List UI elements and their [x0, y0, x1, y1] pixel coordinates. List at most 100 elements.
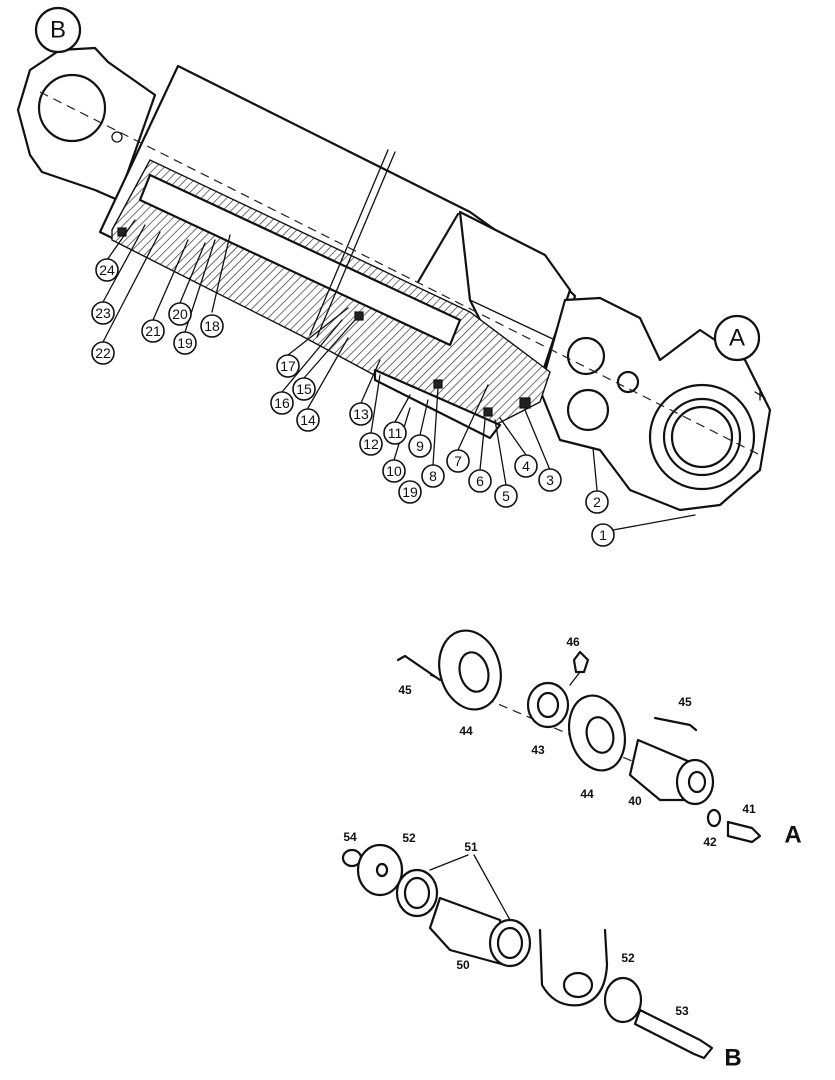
part-51-leader-right [473, 854, 511, 921]
svg-text:20: 20 [172, 306, 188, 322]
bushing-51-left [395, 868, 439, 918]
svg-text:19: 19 [177, 335, 193, 351]
svg-text:12: 12 [363, 436, 379, 452]
washer-42 [706, 808, 722, 828]
svg-text:18: 18 [204, 318, 220, 334]
part-40: 40 [628, 794, 642, 808]
nipple-46-leader [569, 671, 581, 686]
callout-18: 18 [200, 314, 224, 338]
svg-text:16: 16 [274, 395, 290, 411]
seal-17 [354, 311, 364, 321]
bolt-41 [726, 820, 762, 844]
flange-44-right [568, 694, 626, 772]
svg-text:10: 10 [386, 463, 402, 479]
gland-edge-2 [469, 299, 556, 341]
grease-nipple-46 [572, 650, 590, 674]
rod-eye-bearing [662, 397, 742, 477]
bolt-45-left [396, 654, 442, 682]
svg-text:24: 24 [99, 262, 115, 278]
cylinder-assembly: B A [16, 6, 772, 512]
svg-text:4: 4 [522, 458, 530, 474]
svg-text:6: 6 [476, 473, 484, 489]
rod-eye-bore [670, 405, 734, 469]
part-51-leader-left [429, 854, 469, 871]
port-small [616, 370, 640, 394]
callout-19-upper: 19 [173, 331, 197, 355]
svg-text:13: 13 [353, 406, 369, 422]
detail-a-label: A [784, 822, 801, 849]
part-52-right: 52 [621, 951, 635, 965]
view-circle-b-label: B [50, 17, 66, 44]
seal-3 [519, 397, 531, 409]
callout-9: 9 [408, 434, 432, 458]
sleeve-40-bore [687, 770, 707, 794]
svg-text:3: 3 [546, 472, 554, 488]
callout-23: 23 [91, 301, 115, 325]
rear-grease-hole [111, 131, 123, 143]
bushing-51-right-bore [496, 926, 524, 960]
callout-3: 3 [538, 468, 562, 492]
part-44-right: 44 [580, 787, 594, 801]
callout-21: 21 [141, 319, 165, 343]
detail-a-exploded: 45 44 46 43 45 44 40 41 42 A [396, 629, 802, 849]
part-52-left: 52 [402, 831, 416, 845]
part-44-left: 44 [459, 724, 473, 738]
callout-13: 13 [349, 402, 373, 426]
part-46: 46 [566, 635, 580, 649]
port-upper [566, 336, 606, 376]
washer-52-left-hole [375, 862, 389, 878]
part-50: 50 [456, 958, 470, 972]
callout-17: 17 [276, 354, 300, 378]
svg-text:17: 17 [280, 358, 296, 374]
flange-44-left [438, 629, 502, 711]
bolt-45-right [653, 716, 698, 732]
callout-20: 20 [168, 302, 192, 326]
svg-text:11: 11 [388, 425, 403, 441]
callout-15: 15 [292, 377, 316, 401]
callout-1: 1 [591, 523, 615, 547]
callout-12: 12 [359, 432, 383, 456]
flange-44-left-bore [458, 651, 490, 693]
pin-50 [428, 896, 507, 967]
flange-44-right-bore [585, 716, 615, 754]
break-line-1 [309, 149, 389, 336]
svg-text:7: 7 [454, 453, 462, 469]
svg-text:2: 2 [593, 494, 601, 510]
detail-b-exploded: 54 52 51 50 52 53 B [341, 830, 742, 1072]
mounting-lug [538, 928, 609, 1007]
seal-8 [433, 379, 443, 389]
view-circle-b: B [34, 6, 82, 54]
rear-eye-bore [37, 73, 107, 143]
svg-text:15: 15 [296, 381, 312, 397]
gland-edge [416, 212, 460, 284]
svg-text:1: 1 [599, 527, 607, 543]
svg-text:5: 5 [502, 488, 510, 504]
callout-22: 22 [91, 341, 115, 365]
rod-head-block [538, 296, 772, 512]
washer-52-right [603, 976, 643, 1024]
part-45-left: 45 [398, 683, 412, 697]
part-53: 53 [675, 1004, 689, 1018]
callout-10: 10 [382, 459, 406, 483]
break-line-2 [316, 151, 396, 338]
svg-text:8: 8 [429, 468, 437, 484]
svg-text:23: 23 [95, 305, 111, 321]
callout-16: 16 [270, 391, 294, 415]
sleeve-40-end [675, 758, 715, 806]
part-42: 42 [703, 835, 717, 849]
callout-2: 2 [585, 490, 609, 514]
svg-text:21: 21 [145, 323, 161, 339]
svg-text:22: 22 [95, 345, 111, 361]
mounting-lug-bore [562, 971, 594, 999]
seal-6 [483, 407, 493, 417]
svg-text:9: 9 [416, 438, 424, 454]
callout-14: 14 [296, 408, 320, 432]
part-45-right: 45 [678, 695, 692, 709]
grease-nipple [754, 387, 766, 401]
callout-19-lower: 19 [398, 480, 422, 504]
view-circle-a-label: A [729, 325, 745, 352]
port-lower [566, 388, 610, 432]
callout-6: 6 [468, 469, 492, 493]
callout-4: 4 [514, 454, 538, 478]
